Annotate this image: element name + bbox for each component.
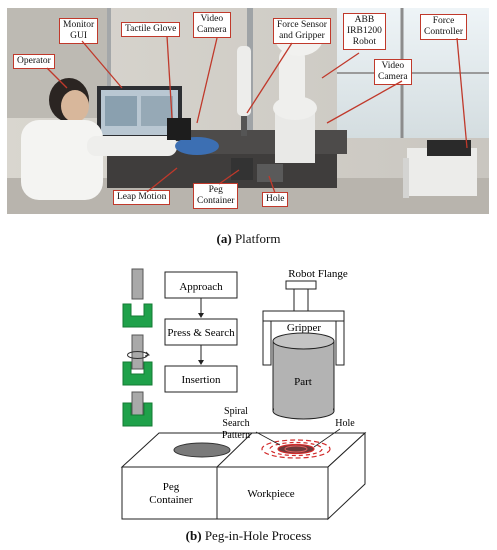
callout-abb-robot: ABB IRB1200 Robot — [343, 13, 386, 50]
workpiece-block — [120, 431, 367, 521]
gripper-label: Gripper — [287, 322, 322, 334]
hole-label: Hole — [335, 418, 355, 429]
gripper-finger-left — [262, 320, 272, 366]
step-insertion-box: Insertion — [164, 365, 238, 393]
step-approach-box: Approach — [164, 271, 238, 299]
spiral-label-line2: Search — [222, 418, 249, 429]
step-approach-label: Approach — [179, 281, 223, 293]
caption-peg-in-hole-text: Peg-in-Hole Process — [204, 528, 312, 543]
peg-in-hole-diagram: Approach Press & Search Insertion Robot … — [120, 268, 367, 521]
platform-photo: Operator Monitor GUI Tactile Glove Video… — [7, 8, 489, 214]
arrow-icon — [198, 313, 204, 318]
caption-platform-text: Platform — [234, 231, 281, 246]
flange-shaft — [293, 288, 309, 312]
spiral-label-line1: Spiral — [224, 406, 248, 417]
peg-container-label-line1: Peg — [163, 481, 180, 493]
callout-operator: Operator — [13, 54, 55, 69]
callout-leap-motion: Leap Motion — [113, 190, 171, 205]
caption-peg-in-hole: (b) Peg-in-Hole Process — [0, 528, 497, 544]
callout-video-camera-2: Video Camera — [374, 59, 412, 85]
robot-flange-label: Robot Flange — [288, 268, 348, 280]
part-cylinder — [272, 332, 335, 420]
spiral-label-line3: Pattern — [222, 430, 250, 441]
arrow-icon — [198, 360, 204, 365]
workpiece-label: Workpiece — [247, 488, 294, 500]
callout-hole: Hole — [262, 192, 289, 207]
gripper-bar — [262, 310, 345, 322]
callout-tactile-glove: Tactile Glove — [121, 22, 181, 37]
peg-step-press-illustration — [122, 334, 153, 386]
callout-force-sensor: Force Sensor and Gripper — [273, 18, 331, 44]
peg-container-hole — [173, 442, 231, 458]
callout-force-controller: Force Controller — [420, 14, 468, 40]
gripper-finger-right — [335, 320, 345, 366]
callout-video-camera-1: Video Camera — [193, 12, 231, 38]
part-label: Part — [294, 376, 312, 388]
peg-container-label-line2: Container — [149, 494, 193, 506]
step-press-search-box: Press & Search — [164, 318, 238, 346]
spiral-search-pattern — [261, 439, 331, 459]
callout-monitor-gui: Monitor GUI — [59, 18, 99, 44]
step-insertion-label: Insertion — [181, 374, 221, 386]
peg-step-approach-illustration — [122, 268, 153, 328]
caption-platform-letter: (a) — [216, 231, 232, 246]
robot-flange — [285, 280, 317, 290]
callout-peg-container: Peg Container — [193, 183, 239, 209]
caption-platform: (a) Platform — [0, 231, 497, 247]
caption-peg-in-hole-letter: (b) — [185, 528, 202, 543]
peg-step-insertion-illustration — [122, 391, 153, 427]
step-press-search-label: Press & Search — [167, 327, 235, 339]
